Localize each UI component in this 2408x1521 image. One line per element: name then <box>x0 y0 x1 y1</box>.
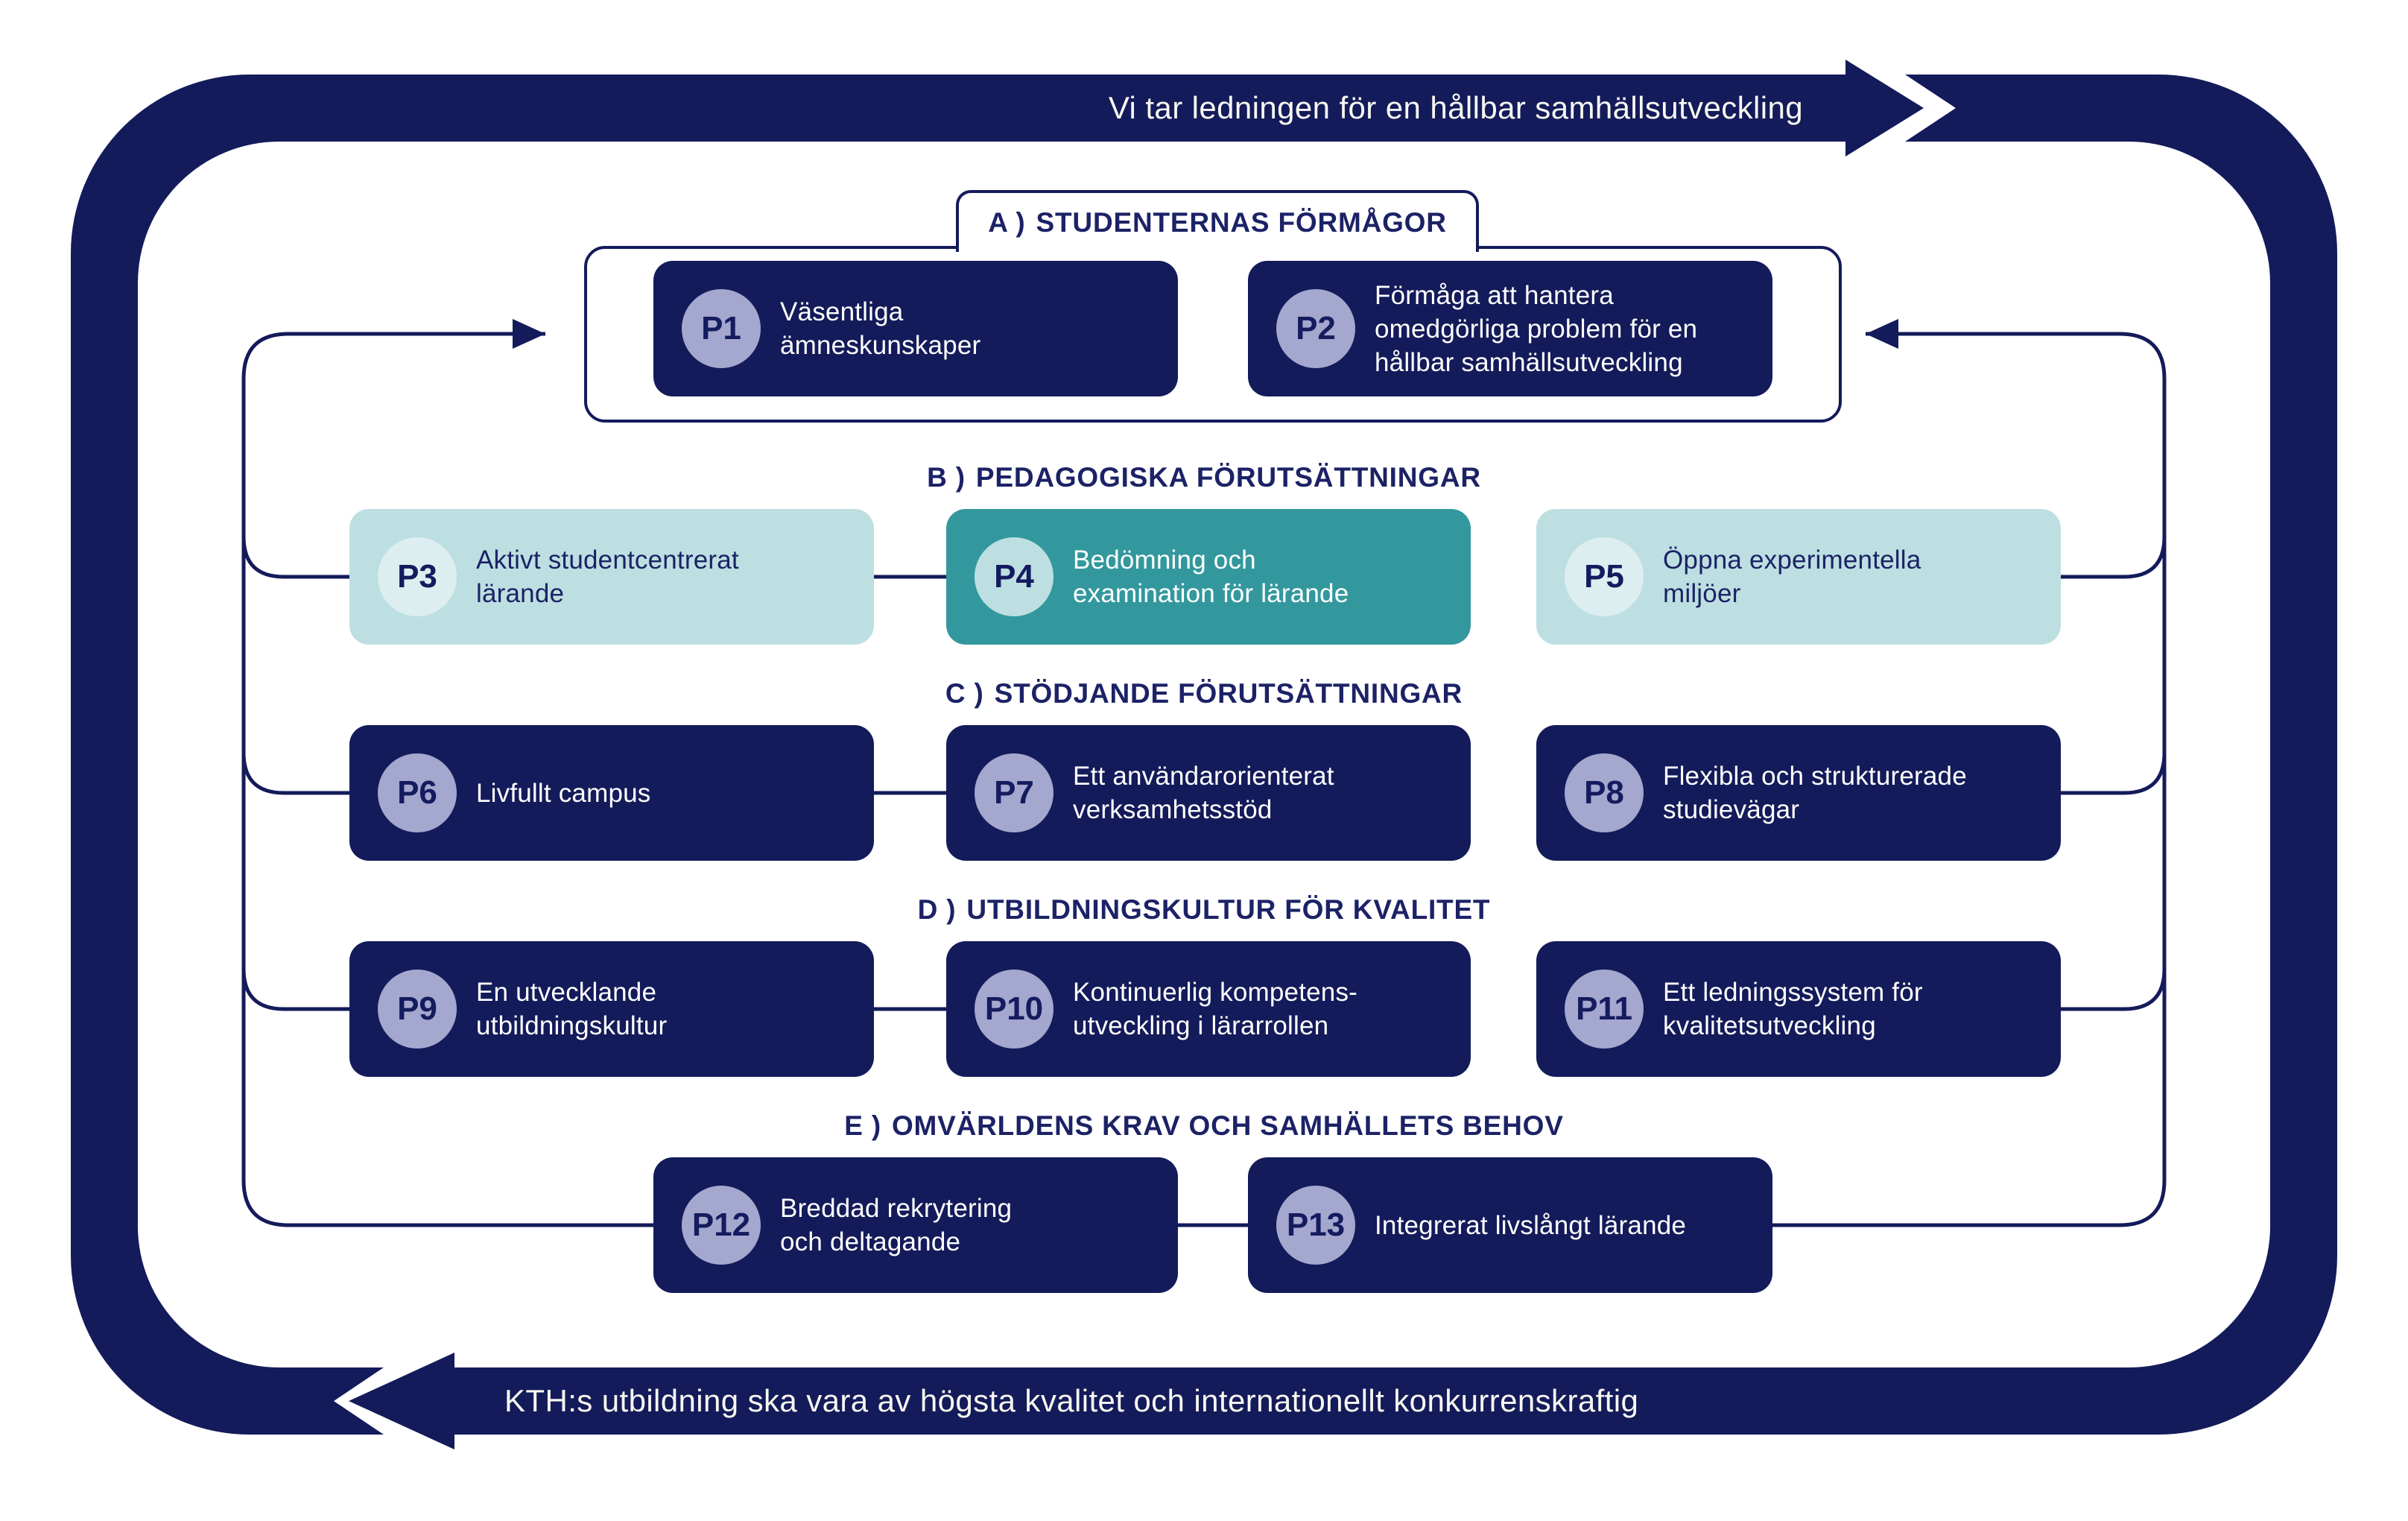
connector-stub-left-c <box>241 752 349 795</box>
section-e-heading: E ) OMVÄRLDENS KRAV OCH SAMHÄLLETS BEHOV <box>0 1109 2408 1143</box>
p13-text: Integrerat livslångt lärande <box>1375 1210 1687 1240</box>
p13-badge: P13 <box>1276 1186 1355 1265</box>
banner-top-text: Vi tar ledningen för en hållbar samhälls… <box>1108 90 1803 125</box>
p12-badge-label: P12 <box>691 1207 751 1243</box>
section-c-label: STÖDJANDE FÖRUTSÄTTNINGAR <box>994 678 1463 709</box>
p11-badge-label: P11 <box>1576 990 1632 1027</box>
p7-badge-label: P7 <box>994 774 1034 811</box>
section-e-label: OMVÄRLDENS KRAV OCH SAMHÄLLETS BEHOV <box>891 1110 1564 1141</box>
p5-badge: P5 <box>1565 537 1644 616</box>
p5-badge-label: P5 <box>1584 558 1624 595</box>
section-a-tab: A ) STUDENTERNAS FÖRMÅGOR <box>956 190 1479 252</box>
p6-badge-label: P6 <box>397 774 437 811</box>
arrowhead-left-icon <box>513 319 545 349</box>
p11-badge: P11 <box>1565 970 1644 1049</box>
p3-badge-label: P3 <box>397 558 437 595</box>
connector-right-rail <box>1772 332 2167 1227</box>
connector-circuit <box>241 332 2167 1227</box>
connector-stub-right-d <box>2061 968 2167 1011</box>
p2-badge: P2 <box>1276 289 1355 368</box>
section-c-heading: C ) STÖDJANDE FÖRUTSÄTTNINGAR <box>0 677 2408 711</box>
card-p10: P10 Kontinuerlig kompetens-utveckling i … <box>946 941 1471 1077</box>
card-p6: P6 Livfullt campus <box>349 725 874 861</box>
section-a-prefix: A ) <box>988 206 1026 238</box>
connector-stub-left-b <box>241 536 349 579</box>
p7-badge: P7 <box>975 753 1054 832</box>
p12-badge: P12 <box>682 1186 761 1265</box>
connector-stub-right-b <box>2061 536 2167 579</box>
p9-badge-label: P9 <box>397 990 437 1027</box>
section-b-prefix: B ) <box>927 462 966 493</box>
p13-badge-label: P13 <box>1286 1207 1346 1243</box>
p6-badge: P6 <box>378 753 457 832</box>
p9-badge: P9 <box>378 970 457 1049</box>
p10-badge: P10 <box>975 970 1054 1049</box>
section-d-prefix: D ) <box>917 894 957 925</box>
section-a-label: STUDENTERNAS FÖRMÅGOR <box>1036 206 1447 238</box>
section-b-label: PEDAGOGISKA FÖRUTSÄTTNINGAR <box>975 462 1481 493</box>
p2-badge-label: P2 <box>1296 310 1336 347</box>
card-p13: P13 Integrerat livslångt lärande <box>1248 1157 1772 1293</box>
section-e-prefix: E ) <box>844 1110 881 1141</box>
p8-badge: P8 <box>1565 753 1644 832</box>
section-d-heading: D ) UTBILDNINGSKULTUR FÖR KVALITET <box>0 893 2408 927</box>
p8-badge-label: P8 <box>1584 774 1624 811</box>
p10-badge-label: P10 <box>984 990 1044 1027</box>
section-c-prefix: C ) <box>945 678 984 709</box>
p4-badge-label: P4 <box>994 558 1034 595</box>
arrowhead-right-icon <box>1866 319 1898 349</box>
connector-stub-left-d <box>241 968 349 1011</box>
p1-badge-label: P1 <box>701 310 741 347</box>
section-d-label: UTBILDNINGSKULTUR FÖR KVALITET <box>966 894 1491 925</box>
p4-badge: P4 <box>975 537 1054 616</box>
banner-bottom-text: KTH:s utbildning ska vara av högsta kval… <box>504 1383 1639 1418</box>
p6-text: Livfullt campus <box>476 778 651 808</box>
p3-badge: P3 <box>378 537 457 616</box>
p1-badge: P1 <box>682 289 761 368</box>
connector-left-rail <box>241 332 653 1227</box>
section-b-heading: B ) PEDAGOGISKA FÖRUTSÄTTNINGAR <box>0 461 2408 495</box>
p10-text: Kontinuerlig kompetens-utveckling i lära… <box>1073 978 1358 1040</box>
connector-stub-right-c <box>2061 752 2167 795</box>
